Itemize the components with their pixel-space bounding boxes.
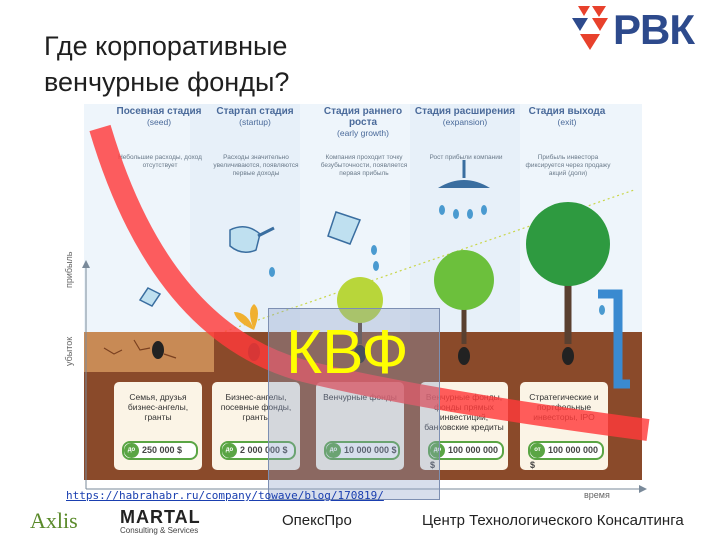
stage-subtitle: (expansion) [442,117,488,127]
rvk-logo: РВК [568,4,714,56]
kvf-highlight-box [268,308,440,500]
kvf-label: КВФ [286,318,409,387]
stage-header-expansion: Стадия расширения (expansion) [414,106,516,128]
slide-title-line-1: Где корпоративные [44,31,288,61]
footer-logo-opexpro: ОпексПро [282,512,352,529]
seed-stage-illustration [138,287,164,359]
stage-title: Стадия расширения [414,106,516,117]
amount-prefix: до [326,443,341,458]
stage-header-early-growth: Стадия раннего роста (early growth) [312,106,414,139]
martal-logo-subtitle: Consulting & Services [120,526,199,535]
expansion-stage-illustration [434,160,494,365]
stage-subtitle: (exit) [557,117,577,127]
stage-header-exit: Стадия выхода (exit) [516,106,618,128]
slide-title: Где корпоративные венчурные фонды? [44,28,364,100]
stage-title: Посевная стадия [116,106,202,117]
stage-subtitle: (early growth) [337,128,389,138]
source-link[interactable]: https://habrahabr.ru/company/towave/blog… [66,489,384,502]
stage-description: Компания проходит точку безубыточности, … [320,154,408,177]
amount-prefix: до [430,443,445,458]
stage-header-startup: Стартап стадия (startup) [204,106,306,128]
stage-description: Прибыль инвестора фиксируется через прод… [525,154,611,177]
stage-subtitle: (startup) [239,117,271,127]
stage-title: Стадия раннего роста [323,106,403,128]
stage-subtitle: (seed) [146,117,172,127]
amount-value: 10 000 000 $ [344,445,397,455]
amount-prefix: до [124,443,139,458]
footer-logo-martal: MARTAL Consulting & Services [120,508,201,536]
rvk-logo-text: РВК [613,6,695,53]
martal-logo-text: MARTAL [120,507,201,527]
y-axis-profit-label: прибыль [64,251,74,288]
y-axis-loss-label: убыток [64,336,74,366]
amount-value: 100 000 000 $ [430,445,499,470]
stage-description: Небольшие расходы, доход отсутствует [118,154,202,169]
footer-logo-axlis: Axlis [30,508,78,534]
stage-description: Расходы значительно увеличиваются, появл… [213,154,299,177]
stage-title: Стадия выхода [528,106,606,117]
footer-logo-tech-consulting: Центр Технологического Консалтинга [422,512,684,529]
axlis-logo-text: Axlis [30,508,78,533]
investor-card-exit: Стратегические и портфельные инвесторы, … [520,382,608,470]
amount-prefix: от [530,443,545,458]
amount-value: 100 000 000 $ [530,445,599,470]
exit-stage-illustration [526,202,630,389]
slide-title-line-2: венчурные фонды? [44,67,290,97]
investor-card-text: Семья, друзья бизнес-ангелы, гранты [127,392,189,422]
x-axis-time-label: время [584,490,610,500]
investor-card-text: Стратегические и портфельные инвесторы, … [529,392,599,422]
rvk-emblem-icon [572,6,608,50]
stage-title: Стартап стадия [216,106,294,117]
amount-prefix: до [222,443,237,458]
stage-header-seed: Посевная стадия (seed) [108,106,210,128]
amount-value: 2 000 000 $ [240,445,288,455]
stage-description: Рост прибыли компании [429,154,503,161]
amount-value: 250 000 $ [142,445,183,455]
